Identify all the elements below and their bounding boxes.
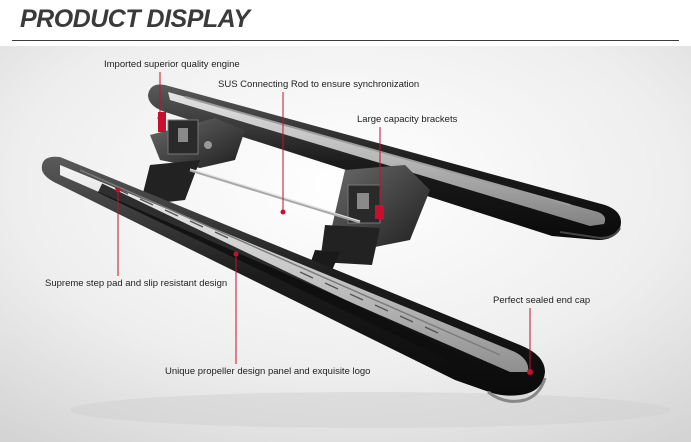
- rear-running-board: [148, 84, 621, 240]
- callout-lines: [117, 72, 531, 372]
- rear-left-bracket: [140, 112, 245, 205]
- callout-connecting-rod: SUS Connecting Rod to ensure synchroniza…: [218, 79, 420, 90]
- page-title: PRODUCT DISPLAY: [20, 5, 250, 33]
- header: PRODUCT DISPLAY: [0, 0, 691, 40]
- product-illustration: [0, 46, 691, 442]
- product-image-panel: [0, 46, 691, 442]
- front-running-board: [41, 156, 547, 403]
- callout-panel-logo: Unique propeller design panel and exquis…: [165, 366, 371, 377]
- connecting-rod: [189, 168, 361, 224]
- callout-end-cap: Perfect sealed end cap: [493, 295, 591, 306]
- callout-brackets: Large capacity brackets: [357, 114, 458, 125]
- callout-dots: [115, 115, 383, 257]
- rear-right-bracket: [308, 165, 430, 275]
- callout-engine: Imported superior quality engine: [104, 59, 240, 70]
- callout-step-pad: Supreme step pad and slip resistant desi…: [45, 278, 228, 289]
- title-divider: [12, 40, 679, 41]
